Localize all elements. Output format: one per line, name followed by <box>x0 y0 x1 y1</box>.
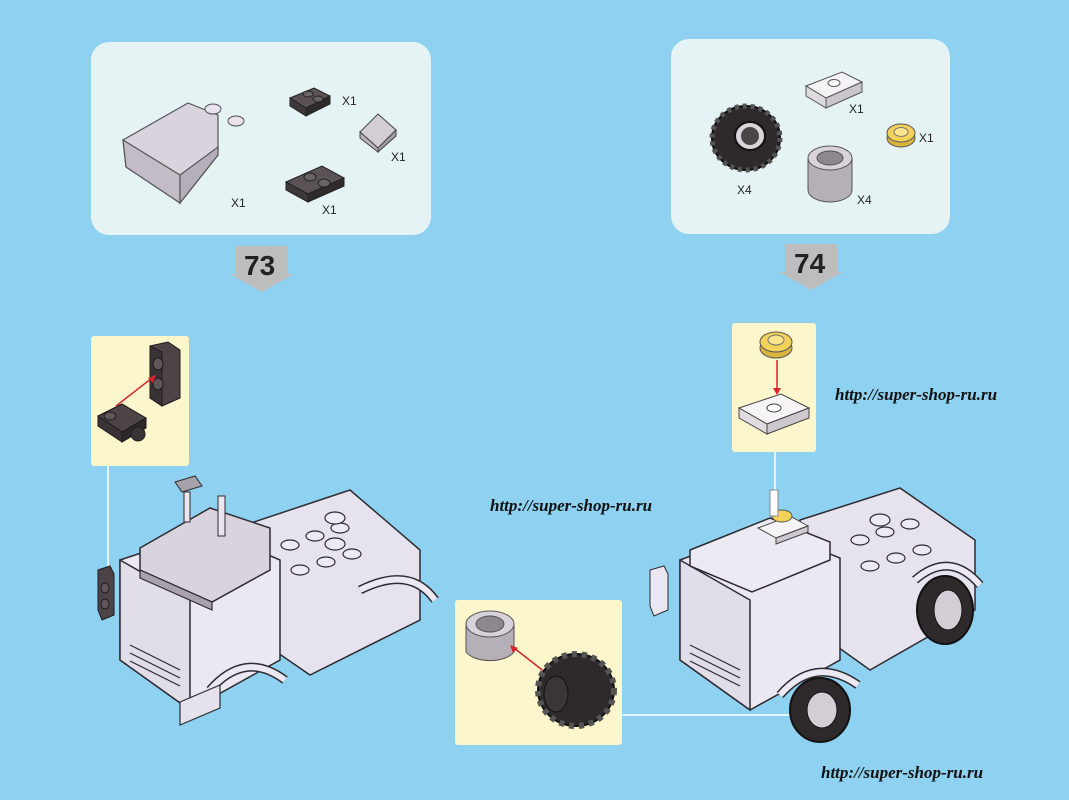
callout-leader-line <box>622 714 808 716</box>
step-74-arrow <box>779 244 843 290</box>
part-qty-label: X1 <box>919 131 934 145</box>
watermark-url: http://super-shop-ru.ru <box>835 385 998 404</box>
callout-yellow-round-plate <box>759 331 793 359</box>
part-qty-label: X1 <box>322 203 337 217</box>
tire-part <box>709 103 783 173</box>
callout-leader-line <box>107 466 109 568</box>
part-qty-label: X1 <box>342 94 357 108</box>
plate-1x2-part <box>284 165 346 203</box>
callout-wheel-rim <box>465 610 515 662</box>
watermark-url: http://super-shop-ru.ru <box>490 496 653 515</box>
watermark-url: http://super-shop-ru.ru <box>821 763 984 782</box>
callout-clip-part <box>97 403 147 443</box>
yellow-round-plate-part <box>886 123 916 148</box>
assembly-arrow <box>773 360 781 395</box>
assembly-arrow <box>115 375 156 407</box>
part-qty-label: X4 <box>857 193 872 207</box>
step-number-74: 74 <box>794 248 826 279</box>
curved-slope-part <box>122 102 245 205</box>
plate-with-clip-part <box>288 87 332 117</box>
truck-model-73 <box>97 475 439 726</box>
callout-tire <box>535 651 617 729</box>
callout-plate-vertical <box>149 341 181 407</box>
callout-leader-line <box>774 452 776 492</box>
step-73-arrow <box>230 246 294 292</box>
part-qty-label: X1 <box>231 196 246 210</box>
callout-white-plate <box>737 393 811 435</box>
white-plate-1x2-part <box>804 71 864 109</box>
part-qty-label: X4 <box>737 183 752 197</box>
part-qty-label: X1 <box>849 102 864 116</box>
part-qty-label: X1 <box>391 150 406 164</box>
truck-model-74 <box>649 487 984 743</box>
step-number-73: 73 <box>244 250 276 281</box>
wheel-rim-part <box>807 145 853 203</box>
slope-1x1-part <box>359 113 397 154</box>
